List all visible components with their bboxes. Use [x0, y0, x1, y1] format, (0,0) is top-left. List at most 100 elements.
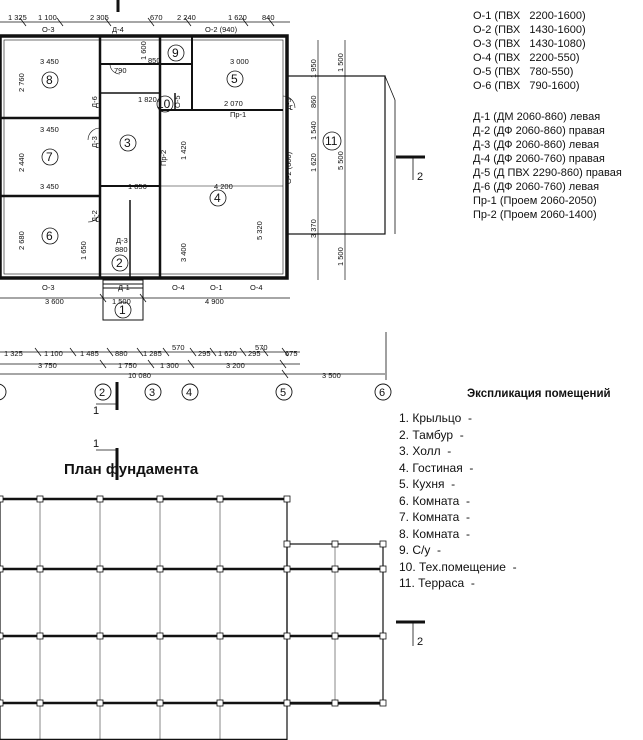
door-tag: Пр-1: [230, 110, 246, 119]
dim-label: 1 620: [218, 349, 237, 358]
window-row: О-2 (ПВХ 1430-1600): [473, 23, 586, 37]
door-row: Пр-1 (Проем 2060-2050): [473, 195, 597, 207]
dim-label: 1 300: [160, 361, 179, 370]
window-tag: О-4: [250, 283, 263, 292]
room-number: 11: [325, 134, 338, 148]
foundation-posts: [0, 495, 387, 707]
dim-label: 3 370: [309, 219, 318, 238]
dim-label: 5 320: [255, 221, 264, 240]
window-tag: О-1: [210, 283, 223, 292]
section-mark-labels: 1 1 2 2: [93, 171, 423, 648]
top-dimension-chain: [0, 0, 290, 27]
room-row: 7. Комната -: [399, 510, 470, 524]
dim-label: 5 500: [336, 151, 345, 170]
room-row: 10. Тех.помещение -: [399, 559, 517, 574]
dim-label: 1 820: [138, 95, 157, 104]
door-tag: Пр-2: [159, 150, 168, 166]
room-row: 1. Крыльцо -: [399, 411, 472, 425]
dim-label: 850: [148, 56, 161, 65]
room-row: 8. Комната -: [399, 526, 470, 541]
section-label: 1: [93, 438, 99, 450]
axis-label: 2: [99, 387, 105, 399]
top-dims-text: 1 325 1 100 2 305 670 2 240 1 620 840 О-…: [8, 13, 275, 34]
section-label: 1: [93, 405, 99, 417]
door-tag: Д-2: [90, 210, 99, 222]
room-markers: [41, 44, 342, 319]
window-tag: О-2 (600): [284, 151, 293, 184]
window-code: О-1: [473, 10, 492, 22]
internal-tags: Д-3 Д-3 Д-2 Д-6 Пр-1 Пр-2 Д-5 О-2 (600) …: [90, 95, 293, 245]
room-number: 7: [46, 150, 53, 164]
section-label: 2: [417, 171, 423, 183]
axis-label: 5: [280, 387, 286, 399]
dim-label: 3 400: [179, 243, 188, 262]
doors-legend: Д-1 (ДМ 2060-860) левая Д-2 (ДФ 2060-860…: [473, 110, 622, 222]
dim-label: 860: [309, 95, 318, 108]
dim-label: 295: [198, 349, 211, 358]
bottom-dims-text: 3 600 1 500 4 900 1 325 1 100 1 485 880 …: [4, 297, 341, 380]
axis-label: 6: [379, 387, 385, 399]
door-tag: Д-3: [90, 136, 99, 148]
dim-label: 1 325: [8, 13, 27, 22]
room-number: 8: [46, 73, 53, 87]
dim-label: 1 650: [79, 241, 88, 260]
door-row: Д-6 (ДФ 2060-760) левая: [473, 181, 600, 193]
dim-label: 1 100: [38, 13, 57, 22]
room-number: 4: [214, 191, 221, 205]
window-code: О-5: [473, 66, 492, 78]
window-tag: О-3: [42, 283, 55, 292]
room-numbers: 1 2 3 4 5 6 7 8 9 10 11: [46, 46, 338, 317]
window-row: О-1 (ПВХ 2200-1600): [473, 9, 586, 23]
door-tag: Д-5: [284, 98, 293, 110]
dim-label: 1 485: [80, 349, 99, 358]
room-row: 2. Тамбур -: [399, 427, 464, 442]
door-row: Д-2 (ДФ 2060-860) правая: [473, 125, 605, 137]
foundation-plan: [0, 497, 384, 740]
dim-label: 2 305: [90, 13, 109, 22]
window-spec: (ПВХ 2200-1600): [494, 10, 586, 22]
dim-label: 1 600: [139, 41, 148, 60]
inner-dims: 3 450 3 450 3 450 2 760 2 440 2 680 1 65…: [17, 41, 264, 262]
dim-label: 10 080: [128, 371, 151, 380]
dim-label: 3 000: [230, 57, 249, 66]
dim-label: 3 450: [40, 57, 59, 66]
dim-label: 570: [172, 343, 185, 352]
room-number: 1: [119, 303, 126, 317]
dim-label: 840: [262, 13, 275, 22]
window-tag: О-5: [173, 95, 182, 108]
room-number: 6: [46, 229, 53, 243]
door-row: Д-1 (ДМ 2060-860) левая: [473, 111, 601, 123]
room-number: 3: [124, 136, 131, 150]
window-spec: (ПВХ 2200-550): [494, 52, 580, 64]
room-row: 4. Гостиная -: [399, 460, 474, 475]
room-row: 3. Холл -: [399, 444, 452, 458]
axis-label: 4: [186, 387, 192, 399]
room-number: 10: [157, 97, 171, 111]
explication-title: Экспликация помещений: [467, 388, 611, 400]
dim-label: 2 070: [224, 99, 243, 108]
window-row: О-4 (ПВХ 2200-550): [473, 51, 586, 65]
room-row: 9. С/у -: [399, 543, 442, 557]
door-tag: Д-1: [118, 283, 130, 292]
terrace-dims: [317, 40, 346, 280]
dim-label: 2 760: [17, 73, 26, 92]
window-tag: О-4: [172, 283, 185, 292]
dim-label: 675: [285, 349, 298, 358]
axis-labels: 2 3 4 5 6: [99, 387, 385, 399]
dim-label: 1 540: [309, 121, 318, 140]
window-tag: О-3: [42, 25, 55, 34]
window-spec: (ПВХ 780-550): [494, 66, 574, 78]
dim-label: 3 200: [226, 361, 245, 370]
window-spec: (ПВХ 1430-1080): [494, 38, 586, 50]
dim-label: 4 200: [214, 182, 233, 191]
door-tag: Д-6: [90, 96, 99, 108]
room-row: 11. Терраса -: [399, 576, 475, 590]
dim-label: 2 240: [177, 13, 196, 22]
dim-label: 1 750: [118, 361, 137, 370]
dim-label: 1 285: [143, 349, 162, 358]
terrace-dims-text: 1 950 1 500 860 1 540 1 620 5 500 3 370 …: [309, 53, 345, 266]
door-row: Д-3 (ДФ 2060-860) левая: [473, 139, 600, 151]
window-code: О-2: [473, 24, 492, 36]
window-spec: (ПВХ 1430-1600): [494, 24, 586, 36]
window-tag: О-2 (940): [205, 25, 238, 34]
